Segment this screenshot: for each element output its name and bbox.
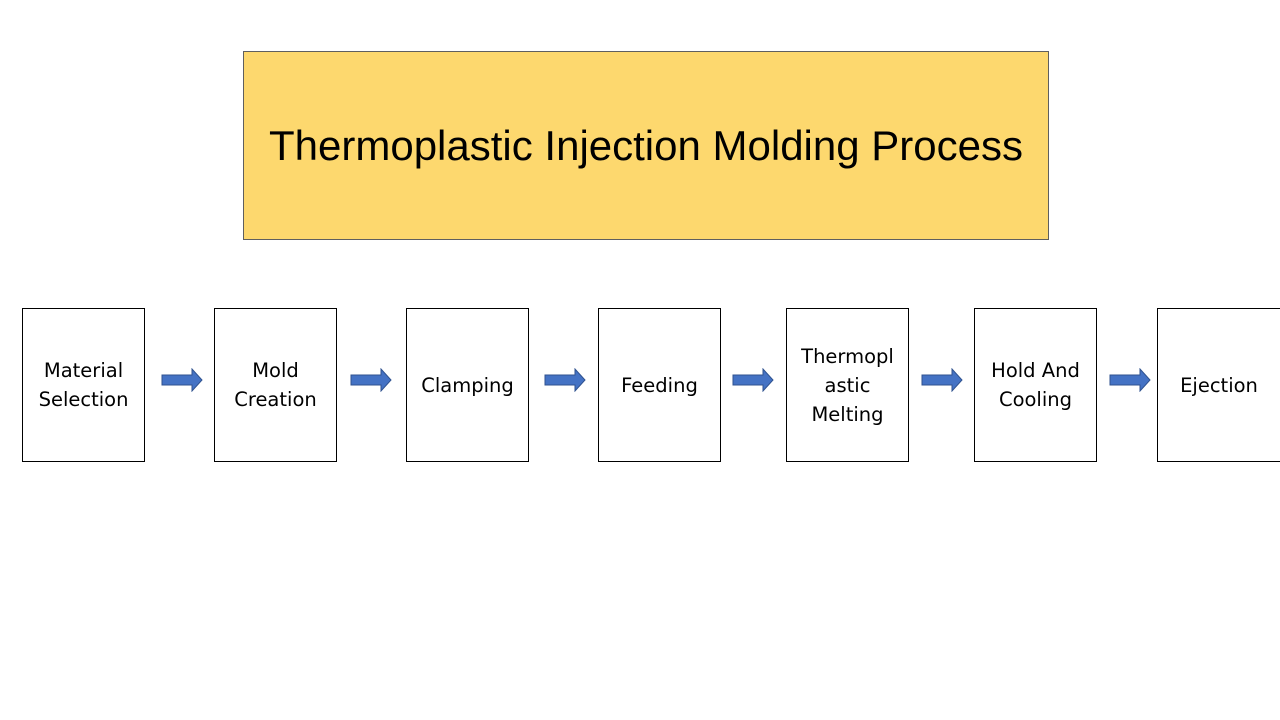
right-arrow-icon xyxy=(161,368,203,392)
step-label: Material Selection xyxy=(38,359,129,411)
step-clamping: Clamping xyxy=(406,308,529,462)
step-mold-creation: Mold Creation xyxy=(214,308,337,462)
step-label: Thermopl astic Melting xyxy=(801,344,894,426)
title-box: Thermoplastic Injection Molding Process xyxy=(243,51,1049,240)
step-feeding: Feeding xyxy=(598,308,721,462)
right-arrow-icon xyxy=(1109,368,1151,392)
right-arrow-icon xyxy=(544,368,586,392)
step-thermoplastic-melting: Thermopl astic Melting xyxy=(786,308,909,462)
step-label: Hold And Cooling xyxy=(991,359,1080,411)
step-hold-and-cooling: Hold And Cooling xyxy=(974,308,1097,462)
step-ejection: Ejection xyxy=(1157,308,1280,462)
right-arrow-icon xyxy=(350,368,392,392)
step-label: Mold Creation xyxy=(234,359,317,411)
step-material-selection: Material Selection xyxy=(22,308,145,462)
step-label: Ejection xyxy=(1180,373,1258,397)
right-arrow-icon xyxy=(921,368,963,392)
diagram-title: Thermoplastic Injection Molding Process xyxy=(269,121,1023,169)
step-label: Clamping xyxy=(421,373,514,397)
right-arrow-icon xyxy=(732,368,774,392)
step-label: Feeding xyxy=(621,373,698,397)
